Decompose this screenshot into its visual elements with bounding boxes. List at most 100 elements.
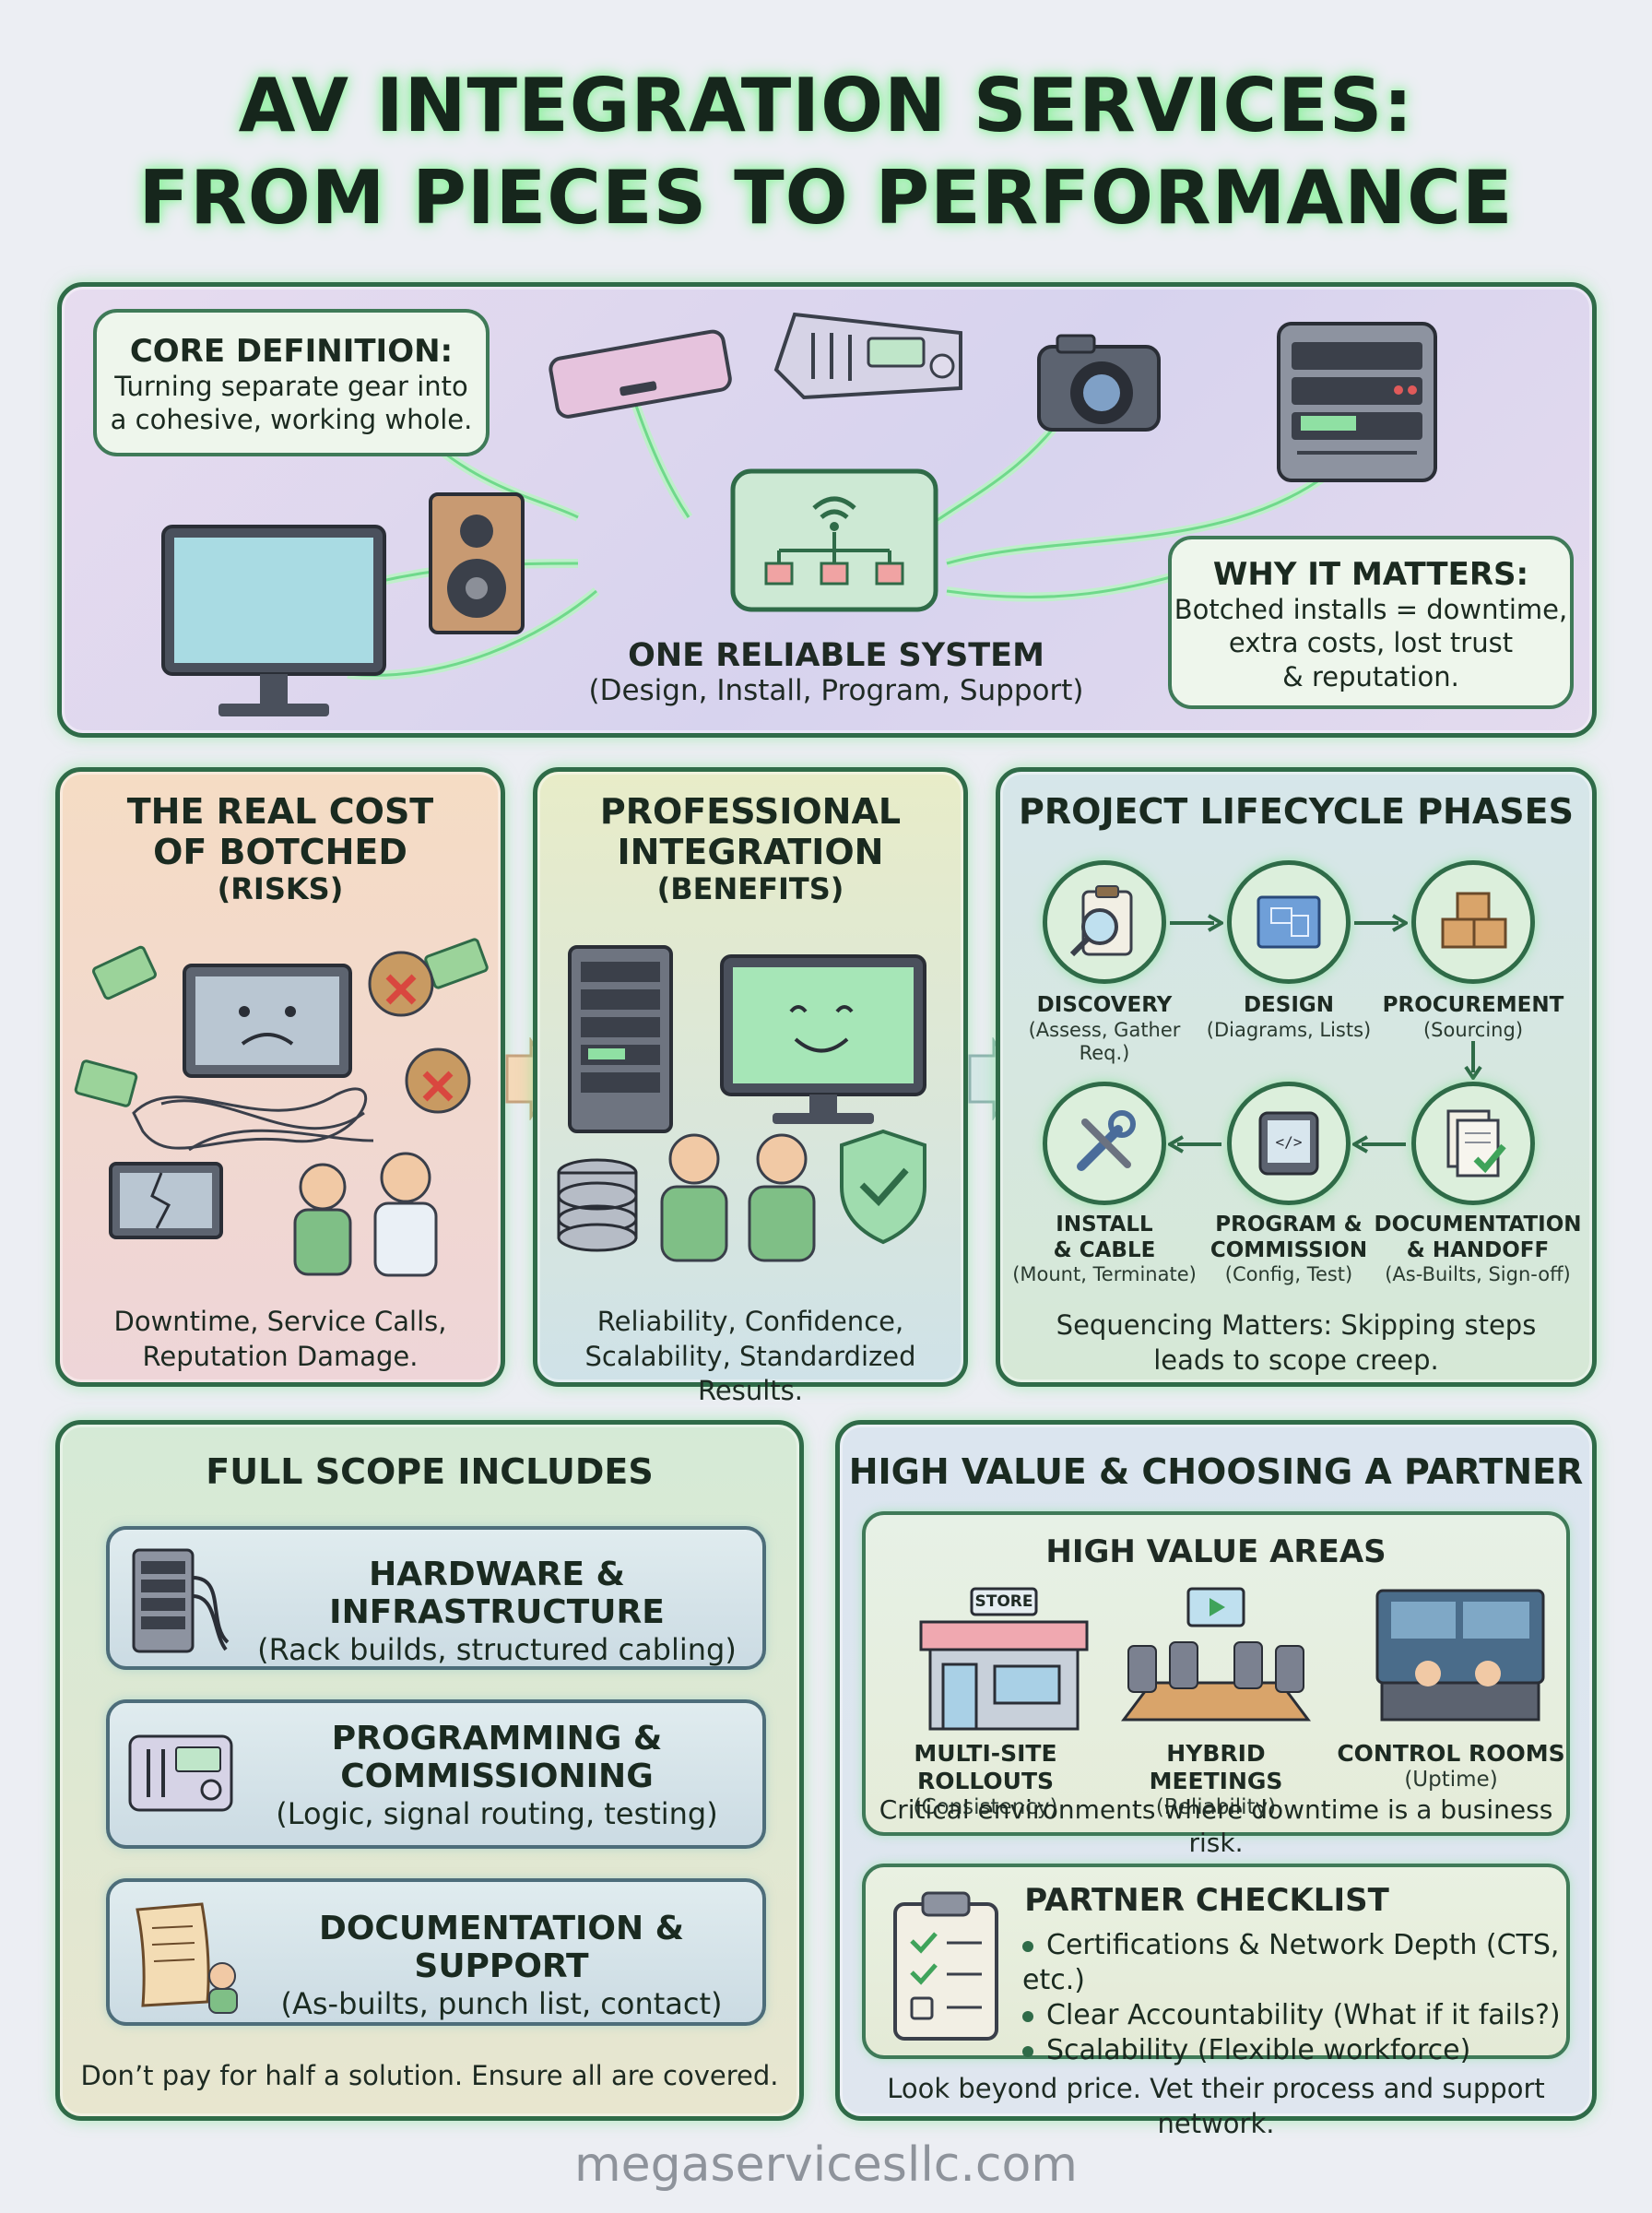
scope-card-hardware: HARDWARE & INFRASTRUCTURE (Rack builds, … [106, 1526, 766, 1670]
boxes-icon [1441, 892, 1507, 949]
arrow-right-icon [1170, 914, 1223, 932]
checklist-item-text: Certifications & Network Depth (CTS, etc… [1022, 1929, 1560, 1996]
phase-detail: (Assess, Gather Req.) [1028, 1018, 1181, 1064]
phase-detail: (Config, Test) [1224, 1263, 1353, 1286]
checklist-item-text: Scalability (Flexible workforce) [1046, 2034, 1471, 2066]
benefits-title-line3: (BENEFITS) [656, 871, 844, 907]
scope-card-documentation: DOCUMENTATION & SUPPORT (As-builts, punc… [106, 1878, 766, 2026]
arrow-down-icon [1464, 1041, 1482, 1080]
happy-team-icon [660, 1133, 816, 1262]
phase-install: INSTALL & CABLE (Mount, Terminate) [1000, 1213, 1209, 1286]
broken-monitor-icon [109, 1162, 223, 1239]
svg-text:</>: </> [1276, 1133, 1303, 1151]
arrow-left-icon [1168, 1135, 1221, 1154]
money-bag-loss-icon [368, 951, 471, 1114]
area-name: HYBRID MEETINGS [1149, 1740, 1283, 1794]
scope-card-programming-text: PROGRAMMING & COMMISSIONING (Logic, sign… [239, 1720, 755, 1831]
risks-caption-line1: Downtime, Service Calls, [113, 1306, 447, 1337]
database-icon [557, 1158, 638, 1252]
rack-cables-icon [132, 1548, 230, 1653]
rack-server-icon [1277, 322, 1437, 482]
footer-website: megaservicesllc.com [574, 2137, 1078, 2193]
phase-name: & HANDOFF [1406, 1237, 1550, 1262]
soundbar-icon [549, 329, 732, 419]
high-value-areas-panel: HIGH VALUE AREAS [862, 1511, 1570, 1858]
speaker-icon [429, 492, 525, 634]
phase-name: PROCUREMENT [1382, 993, 1564, 1017]
arrow-right-icon [1354, 914, 1408, 932]
partner-checklist-list: Certifications & Network Depth (CTS, etc… [1022, 1928, 1566, 2068]
phase-name: DISCOVERY [1036, 993, 1173, 1017]
phase-name: COMMISSION [1210, 1237, 1368, 1262]
why-it-matters-line3: & reputation. [1282, 660, 1459, 692]
system-subtitle: (Design, Install, Program, Support) [588, 674, 1084, 707]
procurement-circle [1411, 860, 1535, 984]
checklist-item-text: Clear Accountability (What if it fails?) [1046, 1999, 1561, 2031]
partner-checklist-title: PARTNER CHECKLIST [1024, 1882, 1389, 1919]
sad-monitor-icon [183, 964, 352, 1078]
scroll-support-icon [136, 1902, 238, 2014]
risks-title: THE REAL COST OF BOTCHED (RISKS) [60, 791, 501, 906]
mixer-icon [773, 312, 962, 400]
phase-program: PROGRAM & COMMISSION (Config, Test) [1194, 1213, 1384, 1286]
partner-panel: HIGH VALUE & CHOOSING A PARTNER HIGH VAL… [835, 1420, 1597, 2139]
scope-card-programming: PROGRAMMING & COMMISSIONING (Logic, sign… [106, 1699, 766, 1849]
bullet-icon [1022, 1940, 1033, 1952]
benefits-title-line2: INTEGRATION [617, 831, 884, 872]
bullet-icon [1022, 2045, 1033, 2057]
control-room-icon [1375, 1589, 1545, 1722]
full-scope-panel: FULL SCOPE INCLUDES HARDWARE & INFRASTRU… [55, 1420, 804, 2121]
risks-title-line2: OF BOTCHED [153, 831, 407, 872]
scope-card-hardware-text: HARDWARE & INFRASTRUCTURE (Rack builds, … [239, 1556, 755, 1667]
network-hub-icon [730, 468, 938, 612]
discovery-circle [1043, 860, 1166, 984]
phase-name: & CABLE [1053, 1237, 1156, 1262]
area-detail: (Uptime) [1404, 1768, 1498, 1792]
tangled-cables-icon [132, 1087, 374, 1152]
checklist-item: Clear Accountability (What if it fails?) [1022, 1998, 1566, 2033]
tools-icon [1077, 1110, 1136, 1171]
checklist-item: Certifications & Network Depth (CTS, etc… [1022, 1928, 1566, 1998]
why-it-matters-line1: Botched installs = downtime, [1174, 594, 1568, 625]
phase-name: INSTALL [1056, 1213, 1153, 1237]
high-value-areas-illustration [919, 1587, 1545, 1731]
checklist-clipboard-icon [893, 1891, 998, 2041]
lifecycle-caption-line2: leads to scope creep. [1153, 1343, 1439, 1376]
bullet-icon [1022, 2010, 1033, 2022]
meeting-room-icon [1121, 1587, 1311, 1722]
benefits-caption: Reliability, Confidence, Scalability, St… [537, 1305, 963, 1409]
storefront-icon [919, 1587, 1089, 1731]
lifecycle-caption-line1: Sequencing Matters: Skipping steps [1056, 1309, 1537, 1341]
scope-detail: (Logic, signal routing, testing) [276, 1795, 718, 1831]
benefits-title-line1: PROFESSIONAL [599, 791, 902, 832]
shield-check-icon [840, 1129, 926, 1245]
why-it-matters-bubble: WHY IT MATTERS: Botched installs = downt… [1168, 536, 1574, 709]
core-definition-line1: Turning separate gear into [114, 371, 468, 402]
scope-heading: HARDWARE & INFRASTRUCTURE [329, 1556, 665, 1632]
risks-illustration [74, 938, 489, 1277]
phase-detail: (Sourcing) [1422, 1018, 1524, 1041]
happy-monitor-icon [720, 954, 926, 1124]
risks-caption: Downtime, Service Calls, Reputation Dama… [60, 1305, 501, 1374]
area-name: MULTI-SITE ROLLOUTS [914, 1740, 1057, 1794]
lifecycle-panel: PROJECT LIFECYCLE PHASES DISCOV [996, 767, 1597, 1387]
camera-icon [1037, 334, 1161, 432]
checklist-item: Scalability (Flexible workforce) [1022, 2033, 1566, 2068]
high-value-caption: Critical environments where downtime is … [879, 1794, 1553, 1859]
core-definition-line2: a cohesive, working whole. [110, 404, 473, 436]
benefits-title: PROFESSIONAL INTEGRATION (BENEFITS) [537, 791, 963, 907]
phase-detail: (Mount, Terminate) [1012, 1263, 1197, 1286]
tv-monitor-icon [161, 525, 386, 716]
full-scope-caption: Don’t pay for half a solution. Ensure al… [80, 2060, 779, 2091]
hero-panel: CORE DEFINITION: Turning separate gear i… [57, 282, 1597, 738]
phase-design: DESIGN (Diagrams, Lists) [1194, 993, 1384, 1042]
program-circle: </> [1227, 1082, 1351, 1205]
frustrated-people-icon [293, 1152, 438, 1277]
high-value-areas-title: HIGH VALUE AREAS [1045, 1533, 1386, 1570]
phase-discovery: DISCOVERY (Assess, Gather Req.) [1000, 993, 1209, 1065]
core-definition-heading: CORE DEFINITION: [129, 333, 454, 370]
phase-detail: (As-Builts, Sign-off) [1385, 1263, 1571, 1286]
documents-check-icon [1446, 1109, 1506, 1178]
documentation-circle [1411, 1082, 1535, 1205]
system-title: ONE RELIABLE SYSTEM [628, 637, 1044, 674]
